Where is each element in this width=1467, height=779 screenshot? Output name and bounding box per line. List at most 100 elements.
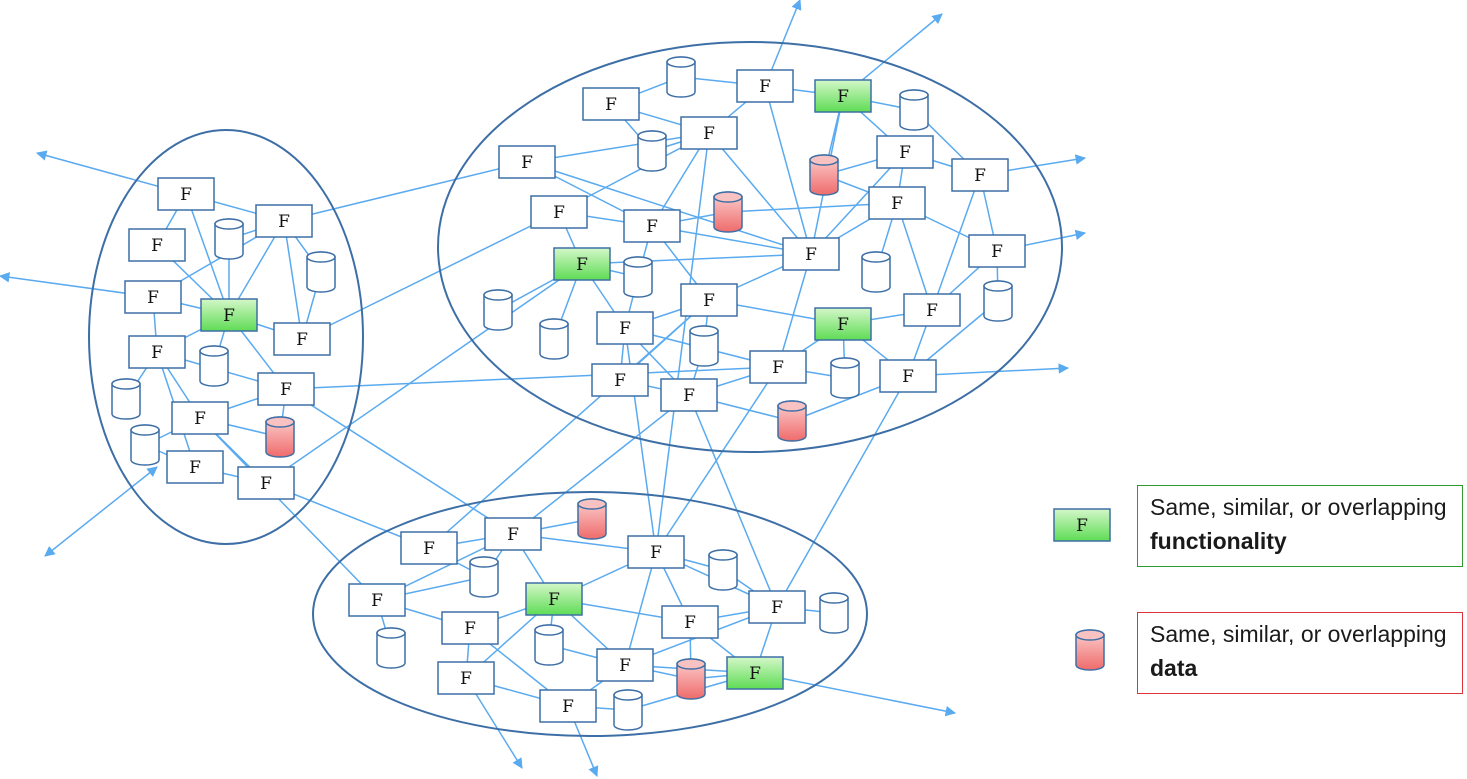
function-box: F — [680, 283, 738, 317]
function-box: F — [441, 611, 499, 645]
data-store — [613, 689, 643, 731]
function-box: F — [273, 322, 331, 356]
function-label: F — [683, 386, 695, 406]
connection-line — [776, 375, 909, 608]
data-store — [983, 280, 1013, 322]
function-box: F — [879, 359, 937, 393]
function-box-shared: F — [814, 307, 872, 341]
function-label: F — [576, 255, 588, 275]
connection-line — [624, 551, 657, 666]
function-box: F — [596, 311, 654, 345]
function-label: F — [805, 245, 817, 265]
function-label: F — [553, 203, 565, 223]
function-box: F — [627, 535, 685, 569]
function-box-shared: F — [200, 298, 258, 332]
function-label: F — [147, 288, 159, 308]
function-label: F — [151, 343, 163, 363]
function-label: F — [507, 525, 519, 545]
function-label: F — [902, 367, 914, 387]
data-store — [623, 256, 653, 298]
connection-line — [285, 388, 514, 535]
data-store — [199, 345, 229, 387]
data-store — [306, 251, 336, 293]
system-boundary-ellipse — [312, 491, 868, 737]
external-connection-arrow — [44, 466, 158, 557]
function-label: F — [371, 591, 383, 611]
legend-functionality-bold: functionality — [1150, 528, 1287, 554]
connection-line — [301, 211, 560, 340]
data-store — [539, 318, 569, 360]
connection-line — [777, 253, 812, 368]
data-store-shared — [777, 400, 807, 442]
function-label: F — [650, 543, 662, 563]
connection-line — [655, 132, 710, 553]
function-box: F — [661, 605, 719, 639]
connection-line — [285, 366, 779, 390]
legend-data: Same, similar, or overlapping data — [1137, 612, 1463, 694]
function-box: F — [255, 204, 313, 238]
function-label: F — [974, 166, 986, 186]
connection-line — [526, 161, 812, 255]
data-store — [819, 592, 849, 634]
function-label: F — [1076, 516, 1088, 536]
function-box: F — [968, 234, 1026, 268]
function-label: F — [837, 87, 849, 107]
function-label: F — [194, 409, 206, 429]
function-box-shared: F — [814, 79, 872, 113]
data-store — [469, 556, 499, 598]
function-box: F — [166, 450, 224, 484]
function-box: F — [530, 195, 588, 229]
function-box-shared: F — [726, 656, 784, 690]
function-label: F — [646, 217, 658, 237]
data-store — [214, 218, 244, 260]
function-label: F — [619, 656, 631, 676]
function-label: F — [837, 315, 849, 335]
function-label: F — [926, 301, 938, 321]
legend-data-icon — [1075, 629, 1105, 671]
function-box: F — [660, 378, 718, 412]
connection-line — [764, 85, 812, 255]
function-box: F — [868, 186, 926, 220]
data-store — [534, 624, 564, 666]
data-store — [830, 357, 860, 399]
function-box: F — [437, 661, 495, 695]
function-box: F — [680, 116, 738, 150]
data-store-shared — [676, 658, 706, 700]
function-box: F — [736, 69, 794, 103]
data-store — [899, 89, 929, 131]
function-label: F — [614, 371, 626, 391]
connection-line — [185, 193, 230, 316]
connection-line — [283, 220, 303, 340]
function-box-shared: F — [553, 247, 611, 281]
function-box: F — [348, 583, 406, 617]
legend-functionality: Same, similar, or overlapping functional… — [1137, 485, 1463, 567]
connection-line — [931, 174, 981, 311]
function-label: F — [151, 236, 163, 256]
function-label: F — [260, 474, 272, 494]
data-store — [689, 325, 719, 367]
function-box: F — [596, 648, 654, 682]
data-store-shared — [713, 191, 743, 233]
system-boundary-ellipse — [437, 41, 1063, 453]
function-label: F — [605, 95, 617, 115]
function-label: F — [280, 380, 292, 400]
function-box: F — [748, 590, 806, 624]
data-store — [666, 56, 696, 98]
connection-line — [581, 253, 812, 265]
function-box: F — [484, 517, 542, 551]
data-store — [861, 251, 891, 293]
function-label: F — [991, 242, 1003, 262]
function-label: F — [749, 664, 761, 684]
external-connection-arrow — [753, 669, 957, 717]
function-box-shared: F — [525, 582, 583, 616]
legend-icons: F — [1053, 508, 1111, 671]
data-store — [483, 289, 513, 331]
connection-line — [428, 299, 710, 549]
function-label: F — [703, 291, 715, 311]
function-box: F — [124, 280, 182, 314]
system-boundaries — [88, 41, 1063, 737]
system-boundary-ellipse — [88, 129, 364, 545]
function-label: F — [460, 669, 472, 689]
function-label: F — [684, 613, 696, 633]
